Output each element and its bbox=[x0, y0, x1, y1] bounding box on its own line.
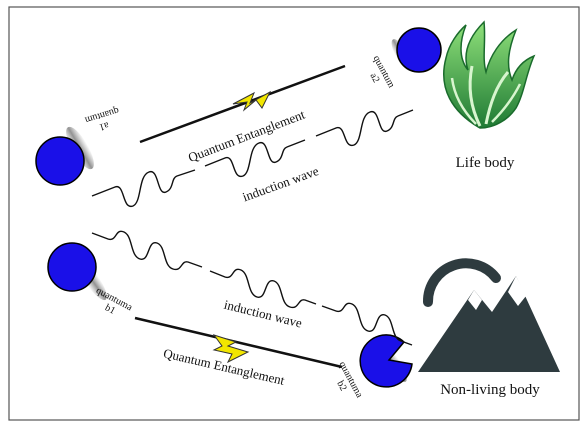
induction-wave-top-1 bbox=[91, 169, 196, 207]
induction-wave-bottom-3 bbox=[321, 302, 413, 346]
entanglement-line-top bbox=[139, 64, 346, 144]
induction-wave-top-2 bbox=[204, 139, 306, 177]
life-body-label: Life body bbox=[456, 155, 515, 171]
particle-b2 bbox=[359, 334, 413, 388]
lightning-icon-top bbox=[232, 90, 272, 112]
entanglement-line-bottom bbox=[134, 316, 343, 369]
lightning-icon-bottom bbox=[212, 334, 250, 364]
mountain-icon bbox=[418, 258, 560, 372]
particle-a2 bbox=[396, 27, 442, 73]
induction-wave-bottom-2 bbox=[209, 268, 317, 309]
induction-wave-top-3 bbox=[315, 109, 414, 146]
particle-a1 bbox=[35, 136, 85, 186]
leaf-flame-icon bbox=[443, 20, 536, 129]
particle-b1 bbox=[47, 242, 97, 292]
non-living-body-label: Non-living body bbox=[440, 382, 540, 398]
induction-wave-bottom-1 bbox=[91, 230, 203, 271]
